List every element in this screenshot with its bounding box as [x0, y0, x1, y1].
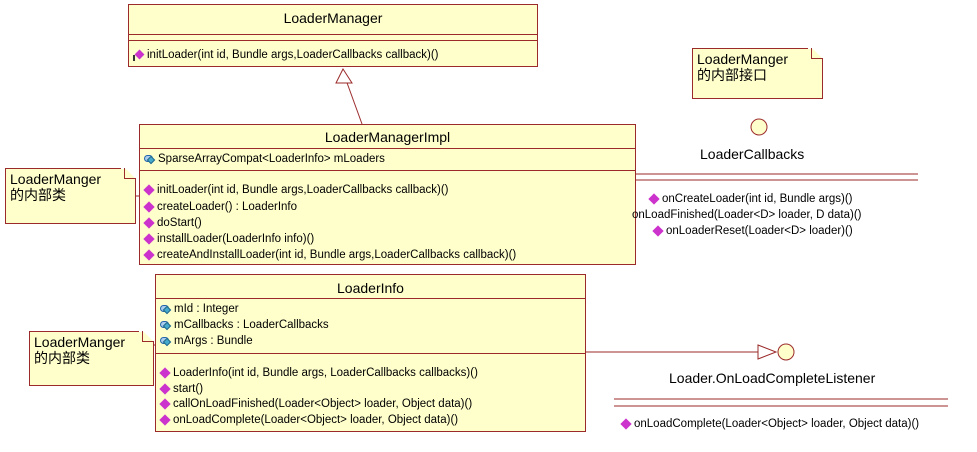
private-attribute-icon — [160, 336, 171, 345]
public-method-icon — [652, 225, 664, 237]
method-row: initLoader(int id, Bundle args,LoaderCal… — [132, 48, 438, 62]
public-method-icon — [143, 249, 155, 261]
loader-callbacks-label: LoaderCallbacks — [700, 146, 805, 162]
public-method-icon — [159, 414, 171, 426]
method-row: LoaderInfo(int id, Bundle args, LoaderCa… — [159, 366, 478, 380]
public-method-icon — [132, 49, 144, 61]
realization-arrowhead — [757, 344, 778, 360]
method-row: doStart() — [143, 216, 202, 230]
attribute-row: mCallbacks : LoaderCallbacks — [159, 318, 329, 332]
method-row: callOnLoadFinished(Loader<Object> loader… — [159, 397, 472, 411]
interface-method-row: onLoadComplete(Loader<Object> loader, Ob… — [620, 418, 919, 430]
note-line: LoaderManger — [10, 171, 102, 187]
method-row: createAndInstallLoader(int id, Bundle ar… — [143, 248, 516, 262]
private-attribute-icon — [160, 304, 171, 313]
loader-manager-class[interactable]: LoaderManager initLoader(int id, Bundle … — [128, 4, 538, 67]
interface-note: LoaderManger 的内部接口 — [692, 48, 823, 99]
attribute-row: SparseArrayCompat<LoaderInfo> mLoaders — [143, 152, 385, 166]
generalization-arrowhead — [335, 67, 353, 84]
listener-interface-circle — [777, 343, 795, 361]
note-line: 的内部接口 — [697, 67, 767, 83]
public-method-icon — [648, 193, 660, 205]
inner-class-note-2: LoaderManger 的内部类 — [29, 331, 154, 386]
class-name: LoaderInfo — [337, 280, 404, 296]
class-name: LoaderManager — [283, 10, 383, 26]
method-row: onLoadComplete(Loader<Object> loader, Ob… — [159, 413, 458, 427]
public-method-icon — [159, 398, 171, 410]
attribute-row: mId : Integer — [159, 302, 239, 316]
note-line: LoaderManger — [34, 334, 126, 350]
listener-label: Loader.OnLoadCompleteListener — [669, 370, 876, 386]
private-attribute-icon — [160, 320, 171, 329]
public-method-icon — [159, 383, 171, 395]
public-method-icon — [143, 233, 155, 245]
generalization-line — [345, 79, 363, 125]
interface-method-row: onCreateLoader(int id, Bundle args)() — [648, 193, 853, 205]
inner-class-note-1: LoaderManger 的内部类 — [5, 168, 136, 224]
method-row: installLoader(LoaderInfo info)() — [143, 232, 314, 246]
loader-info-class[interactable]: LoaderInfo mId : Integer mCallbacks : Lo… — [155, 274, 586, 432]
note-line: 的内部类 — [34, 350, 90, 366]
private-attribute-icon — [144, 154, 155, 163]
public-method-icon — [143, 217, 155, 229]
loader-manager-impl-class[interactable]: LoaderManagerImpl SparseArrayCompat<Load… — [139, 124, 636, 265]
method-row: createLoader() : LoaderInfo — [143, 200, 297, 214]
method-row: start() — [159, 382, 203, 396]
interface-method-row: onLoaderReset(Loader<D> loader)() — [652, 225, 853, 237]
note-line: 的内部类 — [10, 187, 66, 203]
interface-method-row: onLoadFinished(Loader<D> loader, D data)… — [632, 209, 862, 221]
method-row: initLoader(int id, Bundle args,LoaderCal… — [143, 183, 448, 197]
public-method-icon — [143, 184, 155, 196]
public-method-icon — [159, 367, 171, 379]
public-method-icon — [143, 201, 155, 213]
loader-callbacks-interface-circle — [750, 118, 768, 136]
note-line: LoaderManger — [697, 51, 789, 67]
attribute-row: mArgs : Bundle — [159, 334, 253, 348]
class-name: LoaderManagerImpl — [324, 129, 451, 145]
public-method-icon — [620, 418, 632, 430]
